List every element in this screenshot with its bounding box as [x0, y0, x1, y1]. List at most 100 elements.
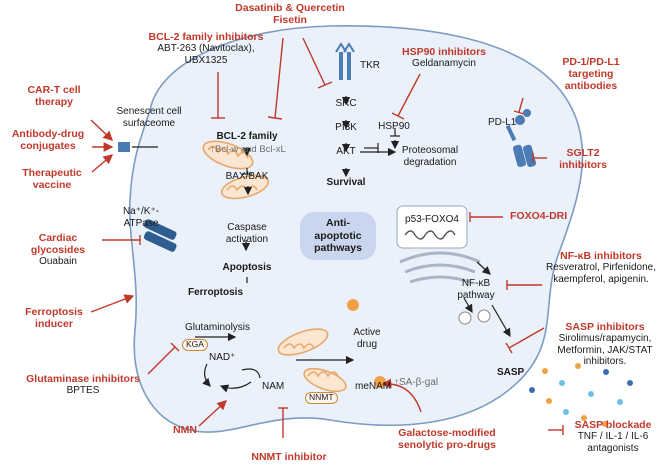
active-drug-label: Active drug: [353, 327, 380, 350]
dasatinib-line-2: Fisetin: [273, 14, 307, 27]
glutaminolysis-label: Glutaminolysis: [185, 322, 251, 333]
nnmt-enzyme-label: NNMT: [305, 392, 338, 404]
sglt2-line-2: inhibitors: [559, 159, 607, 172]
sasp-blockade-title: SASP blockade: [574, 419, 652, 431]
apoptosis-label: Apoptosis: [222, 262, 272, 273]
cart-line-2: therapy: [35, 96, 73, 109]
anti-apoptotic-pathways-pill: Anti- apoptotic pathways: [300, 212, 376, 260]
hsp90-inhibitors-drug: Geldanamycin: [412, 58, 476, 70]
sasp-drugs-1: Sirolimus/rapamycin,: [558, 333, 652, 345]
cardiac-line-1: Cardiac: [38, 232, 78, 244]
vaccine-line-2: vaccine: [32, 179, 72, 192]
kga-label: KGA: [182, 339, 208, 351]
bcl2-inhibitors-title: BCL-2 family inhibitors: [148, 31, 264, 43]
cardiac-drug: Ouabain: [39, 256, 77, 268]
ferro-line-1: Ferroptosis: [25, 306, 83, 318]
sglt2-label: SGLT2 inhibitors: [559, 147, 607, 171]
surfaceome-marker-icon: [118, 142, 130, 152]
atpase-label: Na⁺/K⁺- ATPase: [123, 206, 159, 229]
cardiac-glycosides-label: Cardiac glycosides Ouabain: [31, 232, 85, 268]
surfaceome-line-1: Senescent cell: [116, 106, 182, 117]
adc-line-2: conjugates: [20, 140, 76, 153]
bax-bak-label: BAX/BAK: [225, 171, 269, 182]
hsp90-inhibitors-title: HSP90 inhibitors: [401, 46, 487, 58]
sasp-blockade-drugs-2: antagonists: [587, 442, 639, 454]
atpase-line-1: Na⁺/K⁺-: [122, 206, 160, 217]
akt-label: AKT: [336, 146, 356, 157]
caspase-line-2: activation: [225, 233, 269, 245]
bcl2-inhibitors-drug-2: UBX1325: [184, 54, 228, 66]
nnmt-inhibitor-label: NNMT inhibitor: [251, 451, 327, 463]
cardiac-line-2: glycosides: [30, 244, 86, 257]
sasp-drugs-3: inhibitors.: [583, 356, 627, 368]
bcl2-family-label: BCL-2 family: [216, 131, 278, 142]
nfkb-inhibitors-label: NF-κB inhibitors Resveratrol, Pirfenidon…: [546, 250, 656, 285]
ferroptosis-label: Ferroptosis: [188, 287, 244, 298]
atpase-line-2: ATPase: [123, 217, 159, 229]
menam-label: meNAM: [355, 381, 392, 392]
foxo4-dri-label: FOXO4-DRI: [510, 210, 568, 222]
pd1-line-2: targeting: [568, 68, 614, 81]
atpase-icon: [143, 219, 177, 252]
glutaminase-drug: BPTES: [66, 385, 100, 397]
sglt2-line-1: SGLT2: [566, 147, 600, 159]
bcl2-inhibitors-drug-1: ABT-263 (Navitoclax),: [157, 43, 255, 55]
hsp90-inhibitors-label: HSP90 inhibitors Geldanamycin: [402, 46, 486, 70]
ferro-line-2: inducer: [35, 318, 73, 331]
dasatinib-label: Dasatinib & Quercetin Fisetin: [235, 2, 345, 26]
galacto-line-2: senolytic pro-drugs: [397, 439, 497, 452]
hsp90-label: HSP90: [378, 121, 410, 132]
src-label: SRC: [335, 98, 357, 109]
proteo-line-2: degradation: [403, 156, 457, 168]
nfkb-pathway-label: NF-κB pathway: [457, 278, 494, 301]
pi3k-label: PI3K: [335, 122, 357, 133]
tkr-receptor-icon: [335, 42, 355, 80]
proteosomal-label: Proteosomal degradation: [402, 145, 458, 168]
er-icon: [399, 251, 481, 284]
p53-foxo4-box: [396, 205, 468, 249]
nmn-label: NMN: [173, 424, 197, 436]
sasp-label: SASP: [497, 367, 525, 378]
nfkb-drugs-2: kaempferol, apigenin.: [553, 273, 649, 285]
bcl2-inhibitors-label: BCL-2 family inhibitors ABT-263 (Navitoc…: [149, 31, 264, 66]
ferroptosis-inducer-label: Ferroptosis inducer: [25, 306, 83, 330]
survival-label: Survival: [326, 177, 366, 188]
nfkb-pathway-line-2: pathway: [457, 289, 495, 301]
vaccine-label: Therapeutic vaccine: [22, 167, 82, 191]
pd1-line-3: antibodies: [564, 80, 618, 93]
glutaminase-title: Glutaminase inhibitors: [26, 373, 140, 385]
nam-label: NAM: [262, 381, 285, 392]
caspase-label: Caspase activation: [226, 222, 268, 245]
vaccine-line-1: Therapeutic: [22, 167, 82, 179]
sasp-drugs-2: Metformin, JAK/STAT: [557, 344, 653, 356]
galactose-prodrugs-label: Galactose-modified senolytic pro-drugs: [398, 427, 496, 451]
nad-label: NAD⁺: [209, 352, 236, 363]
bclw-label: ↑Bcl-w and Bcl-xL: [210, 144, 286, 155]
pdl1-receptor-icon: [505, 109, 531, 142]
surfaceome-line-2: surfaceome: [122, 117, 176, 129]
adc-label: Antibody-drug conjugates: [12, 128, 84, 152]
tkr-label: TKR: [360, 60, 380, 71]
nfkb-pathway-line-1: NF-κB: [461, 278, 491, 289]
caspase-line-1: Caspase: [227, 222, 267, 233]
pdl1-label: PD-L1: [488, 117, 517, 128]
sa-beta-gal-label: ↑SA-β-gal: [394, 377, 439, 388]
dasatinib-line-1: Dasatinib & Quercetin: [235, 2, 345, 14]
proteo-line-1: Proteosomal: [401, 145, 459, 156]
center-line-1: Anti-: [326, 217, 350, 230]
cart-label: CAR-T cell therapy: [27, 84, 80, 108]
p53-foxo4-label: p53-FOXO4: [405, 214, 459, 225]
glutaminase-inhibitors-label: Glutaminase inhibitors BPTES: [26, 373, 140, 397]
pd1-line-1: PD-1/PD-L1: [562, 56, 620, 68]
sasp-inhibitors-title: SASP inhibitors: [565, 321, 645, 333]
sasp-inhibitors-label: SASP inhibitors Sirolimus/rapamycin, Met…: [557, 321, 652, 368]
sasp-blockade-drugs-1: TNF / IL-1 / IL-6: [577, 431, 649, 443]
cart-line-1: CAR-T cell: [27, 84, 81, 96]
sasp-dots: [529, 363, 633, 427]
galacto-line-1: Galactose-modified: [398, 427, 496, 439]
surfaceome-label: Senescent cell surfaceome: [116, 106, 181, 129]
center-line-3: pathways: [314, 242, 362, 255]
nfkb-inhibitors-title: NF-κB inhibitors: [560, 250, 642, 262]
active-drug-line-2: drug: [356, 338, 378, 350]
